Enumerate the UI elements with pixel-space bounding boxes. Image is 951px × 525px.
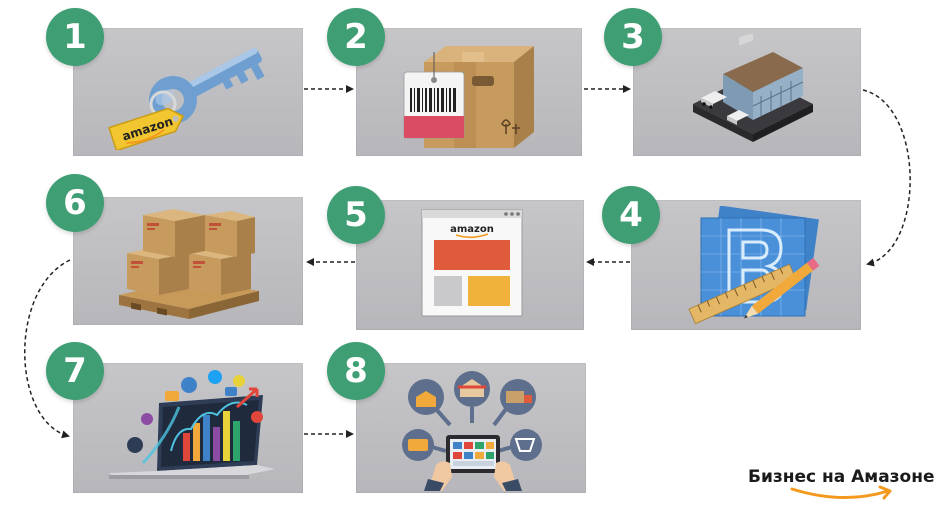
amazon-smile-arrow-icon <box>790 485 892 500</box>
cardboard-box-with-barcode-icon <box>403 46 534 148</box>
brand-logo: Бизнес на Амазоне <box>748 465 938 505</box>
blueprint-ruler-pencil-icon <box>688 206 820 325</box>
step-2-tile <box>356 28 582 156</box>
step-5-badge: 5 <box>327 186 385 244</box>
step-6-badge: 6 <box>46 174 104 232</box>
step-8-tile <box>356 363 586 493</box>
laptop-analytics-social-icon <box>109 370 275 479</box>
step-1-tile: amazon <box>73 28 303 156</box>
key-with-amazon-tag-icon: amazon <box>108 47 265 150</box>
step-7-badge: 7 <box>46 342 104 400</box>
step-5-tile: amazon <box>356 200 584 330</box>
amazon-webpage-listing-icon: amazon <box>421 209 523 317</box>
step-7-tile <box>73 363 303 493</box>
step-1-badge: 1 <box>46 8 104 66</box>
boxes-on-pallet-icon <box>119 209 259 319</box>
arrow-3-to-4 <box>862 89 911 267</box>
step-3-tile <box>633 28 861 156</box>
warehouse-building-icon <box>693 34 813 142</box>
step-2-badge: 2 <box>327 8 385 66</box>
step-6-tile <box>73 197 303 325</box>
brand-text: Бизнес на Амазоне <box>748 467 935 487</box>
page-logo: amazon <box>450 224 494 235</box>
tablet-shopping-services-icon <box>402 371 542 491</box>
step-4-tile <box>631 200 861 330</box>
step-8-badge: 8 <box>327 342 385 400</box>
step-3-badge: 3 <box>604 8 662 66</box>
step-4-badge: 4 <box>602 186 660 244</box>
